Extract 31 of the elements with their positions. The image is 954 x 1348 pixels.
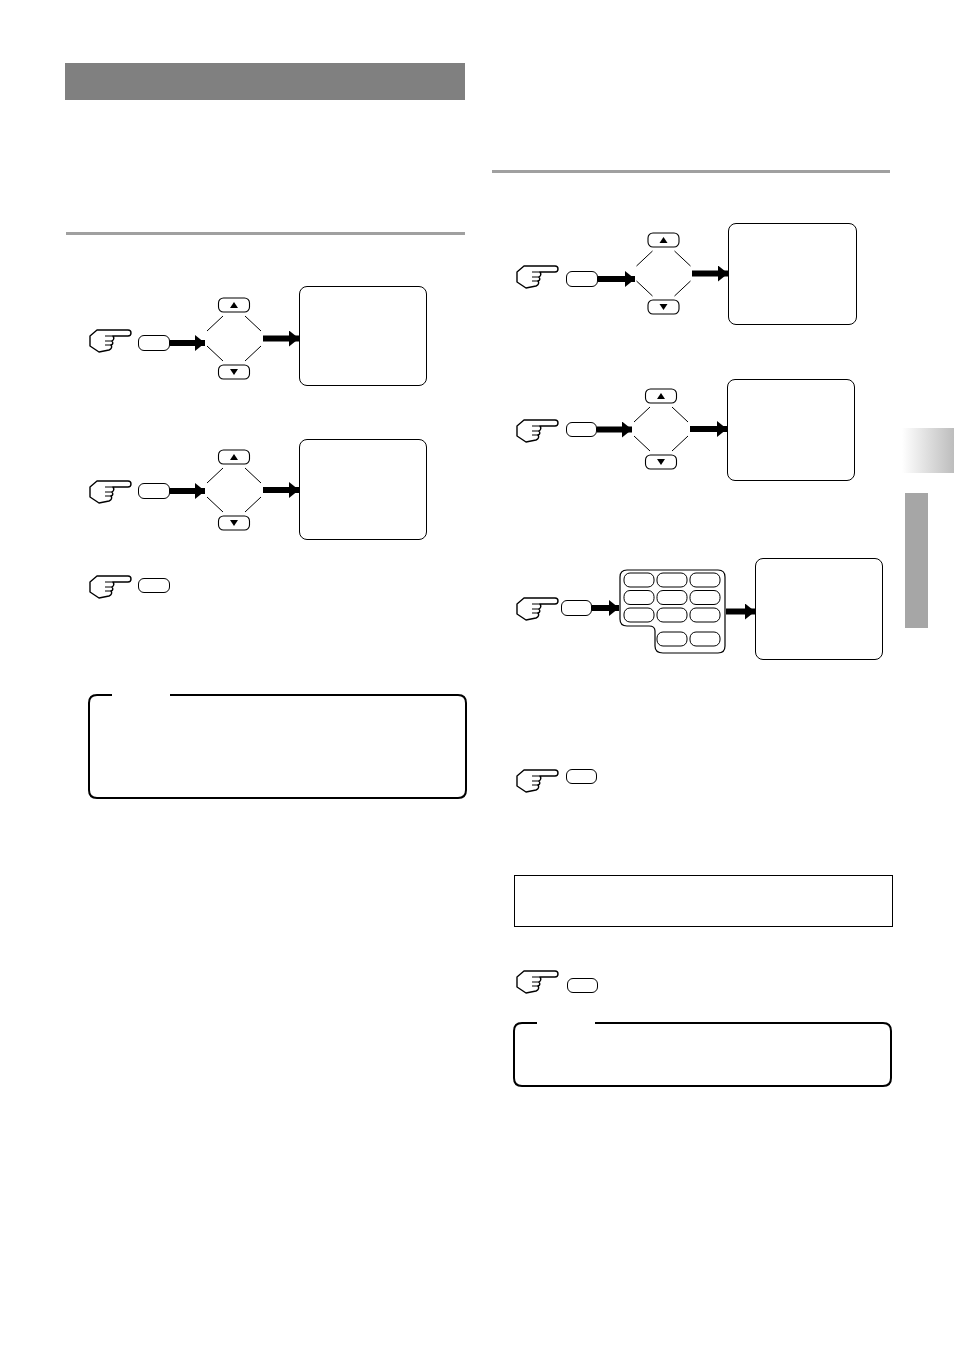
- screen-display: [755, 558, 883, 660]
- remote-button: [138, 578, 170, 593]
- remote-button: [138, 483, 170, 499]
- screen-display: [727, 379, 855, 481]
- up-down-selector: [205, 449, 263, 531]
- screen-display: [728, 223, 857, 325]
- remote-button: [561, 600, 592, 616]
- up-down-selector: [205, 297, 263, 380]
- block-arrow: [170, 483, 205, 499]
- screen-display: [299, 439, 427, 540]
- remote-button: [138, 335, 170, 351]
- text-frame: [514, 875, 893, 927]
- block-arrow: [592, 600, 619, 616]
- up-down-selector: [632, 388, 690, 470]
- screen-display: [299, 286, 427, 386]
- block-arrow: [726, 603, 755, 620]
- up-down-selector: [635, 232, 692, 315]
- block-arrow: [263, 330, 299, 347]
- block-arrow: [597, 421, 632, 438]
- remote-button: [566, 271, 598, 287]
- block-arrow: [692, 265, 728, 282]
- remote-button: [567, 978, 598, 993]
- note-frame: [88, 694, 467, 799]
- block-arrow: [263, 482, 299, 498]
- block-arrow: [598, 271, 635, 287]
- remote-button: [566, 422, 597, 437]
- block-arrow: [170, 335, 205, 351]
- block-arrow: [690, 421, 727, 437]
- number-keypad: [619, 569, 726, 654]
- remote-button: [566, 769, 597, 784]
- note-frame: [513, 1022, 892, 1087]
